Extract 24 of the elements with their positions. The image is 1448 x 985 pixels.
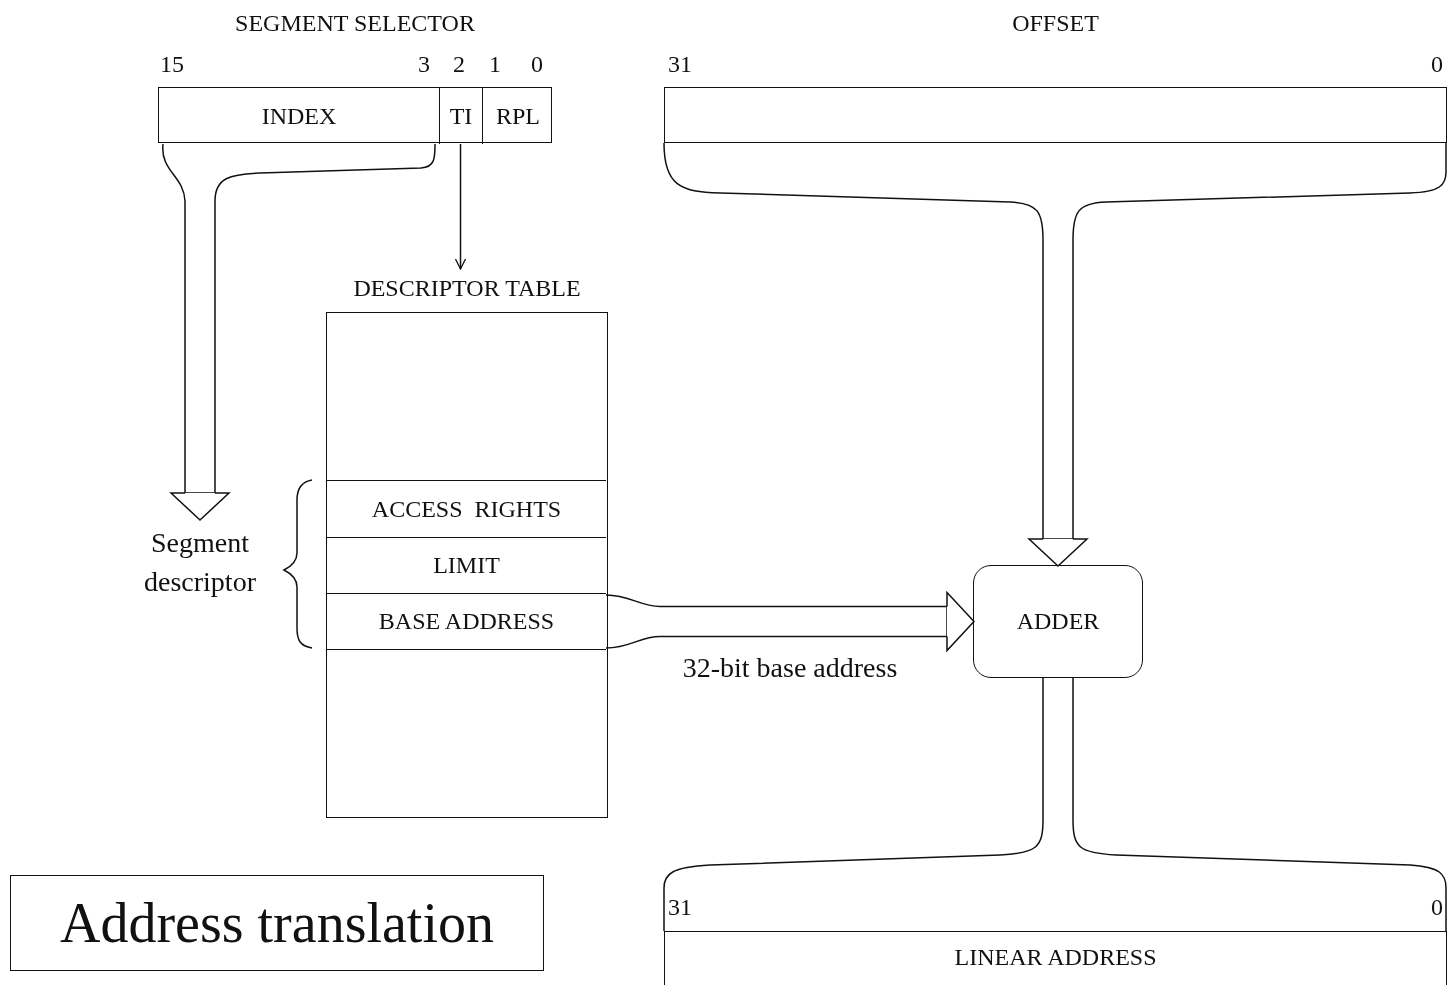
register: LINEAR ADDRESS <box>664 931 1447 985</box>
table-row: BASE ADDRESS <box>327 593 606 650</box>
arrow <box>454 143 467 270</box>
heading: SEGMENT SELECTOR <box>234 9 476 38</box>
bit-field: INDEX <box>159 88 439 144</box>
bit-number: 3 <box>418 50 430 78</box>
bus-connector <box>663 677 1447 932</box>
bit-number: 0 <box>1431 893 1443 921</box>
heading: OFFSET <box>1011 9 1100 38</box>
bit-number: 0 <box>531 50 543 78</box>
bit-number: 2 <box>453 50 465 78</box>
bit-number: 31 <box>668 50 692 78</box>
bit-number: 15 <box>160 50 184 78</box>
table-row: ACCESS RIGHTS <box>327 480 606 537</box>
bit-field: TI <box>439 88 482 144</box>
bit-number: 1 <box>489 50 501 78</box>
table-row: LIMIT <box>327 537 606 593</box>
adder-block: ADDER <box>973 565 1143 678</box>
bracket-label: Segment descriptor <box>120 520 280 604</box>
diagram-title: Address translation <box>10 875 544 971</box>
heading: DESCRIPTOR TABLE <box>352 274 582 303</box>
bit-number: 31 <box>668 893 692 921</box>
bit-number: 0 <box>1431 50 1443 78</box>
bit-field: RPL <box>482 88 553 144</box>
